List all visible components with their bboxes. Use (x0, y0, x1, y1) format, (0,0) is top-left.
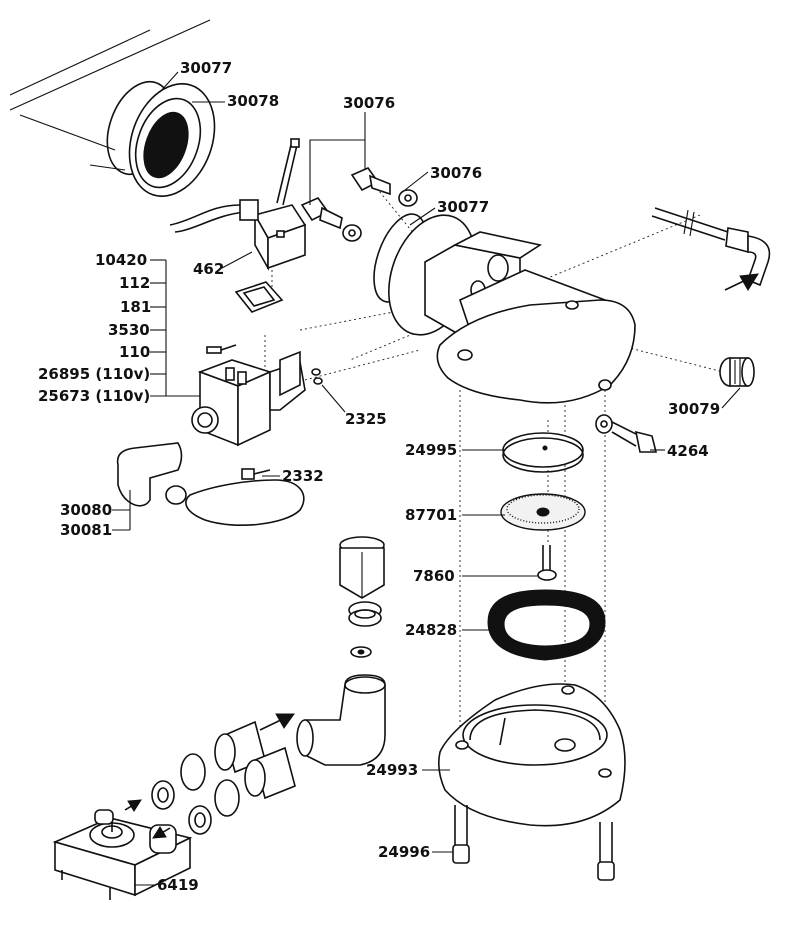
label-24828: 24828 (405, 621, 457, 639)
fitting-30079 (719, 357, 755, 387)
label-10420: 10420 (95, 251, 147, 269)
connector-plug-462 (239, 199, 307, 272)
bolt-24996-right (597, 822, 615, 881)
spring-sleeve (348, 601, 382, 627)
elbow-pipe (296, 674, 386, 766)
part-labels: 30077 30078 30076 30076 30077 462 10420 … (38, 59, 720, 894)
group-gasket-24828 (487, 589, 606, 661)
flow-arrow-icon (259, 713, 295, 731)
wire-harness (169, 204, 246, 233)
label-7860: 7860 (413, 567, 455, 585)
bolt-4264 (611, 421, 658, 453)
screw-7860 (537, 545, 557, 581)
solenoid-screw (206, 344, 237, 354)
label-24995: 24995 (405, 441, 457, 459)
steam-pipe (651, 207, 771, 287)
boiler-tube (9, 19, 211, 171)
label-87701: 87701 (405, 506, 457, 524)
flange-30078 (128, 83, 216, 197)
compression-fittings (151, 720, 296, 835)
group-head-body (388, 214, 636, 404)
label-24996: 24996 (378, 843, 430, 861)
washer-30076-upper (398, 189, 418, 207)
drain-hose (185, 479, 305, 526)
solenoid-valve (191, 350, 306, 447)
shower-screen-87701 (500, 493, 586, 531)
label-30076-mid: 30076 (430, 164, 482, 182)
nut-fitting (339, 536, 385, 599)
label-30076-top: 30076 (343, 94, 395, 112)
label-2332: 2332 (282, 467, 324, 485)
orings-2325 (311, 368, 323, 385)
connector-gasket (234, 281, 284, 313)
label-30079: 30079 (668, 400, 720, 418)
flow-arrow-icon (124, 799, 171, 839)
label-4264: 4264 (667, 442, 709, 460)
label-30080: 30080 (60, 501, 112, 519)
label-181: 181 (120, 298, 151, 316)
label-26895: 26895 (110v) (38, 365, 150, 383)
screw-2332 (241, 468, 271, 480)
label-30077-mid: 30077 (437, 198, 489, 216)
label-110: 110 (119, 343, 150, 361)
label-30081: 30081 (60, 521, 112, 539)
label-462: 462 (193, 260, 224, 278)
flow-arrow-icon (724, 273, 759, 291)
washer-30076-lower (342, 224, 362, 242)
group-base-24993 (438, 683, 626, 827)
screw-long-462 (276, 138, 300, 206)
label-25673: 25673 (110v) (38, 387, 150, 405)
leader-lines (112, 71, 741, 886)
bolt-30076-lower (300, 197, 343, 230)
label-24993: 24993 (366, 761, 418, 779)
bolt-30076-upper (350, 167, 391, 196)
label-2325: 2325 (345, 410, 387, 428)
label-3530: 3530 (108, 321, 150, 339)
label-6419: 6419 (157, 876, 199, 894)
label-30077-top: 30077 (180, 59, 232, 77)
bolt-24996-left (452, 805, 470, 864)
elbow-fitting-30080 (116, 442, 187, 507)
washer-4264 (595, 414, 613, 434)
label-112: 112 (119, 274, 150, 292)
label-30078: 30078 (227, 92, 279, 110)
diffuser-plate-24995 (502, 432, 584, 473)
small-washer (350, 646, 372, 658)
